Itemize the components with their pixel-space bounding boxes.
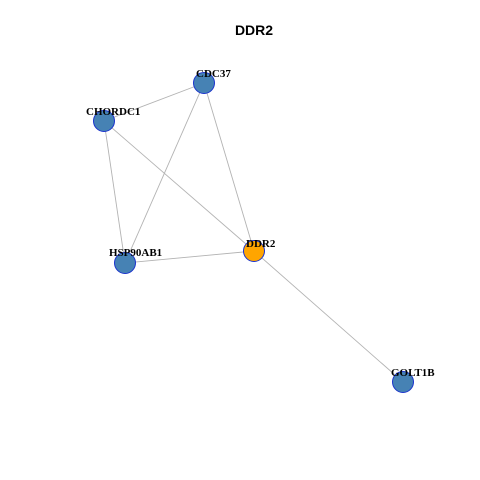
edge-hsp90ab1-ddr2 xyxy=(124,250,255,264)
edge-cdc37-chordc1 xyxy=(103,82,205,122)
diagram-title: DDR2 xyxy=(235,22,273,38)
node-label-chordc1: CHORDC1 xyxy=(86,106,140,118)
edge-layer xyxy=(103,82,404,383)
node-golt1b xyxy=(392,371,414,393)
node-label-cdc37: CDC37 xyxy=(196,68,231,80)
node-cdc37 xyxy=(193,72,215,94)
node-label-golt1b: GOLT1B xyxy=(391,367,435,379)
edge-chordc1-ddr2 xyxy=(103,120,255,252)
node-layer xyxy=(93,72,414,393)
edge-cdc37-ddr2 xyxy=(203,82,255,252)
edge-ddr2-golt1b xyxy=(253,250,404,383)
node-label-ddr2: DDR2 xyxy=(246,238,276,250)
node-label-hsp90ab1: HSP90AB1 xyxy=(109,247,162,259)
node-chordc1 xyxy=(93,110,115,132)
edge-chordc1-hsp90ab1 xyxy=(103,120,126,264)
node-ddr2 xyxy=(243,240,265,262)
node-hsp90ab1 xyxy=(114,252,136,274)
